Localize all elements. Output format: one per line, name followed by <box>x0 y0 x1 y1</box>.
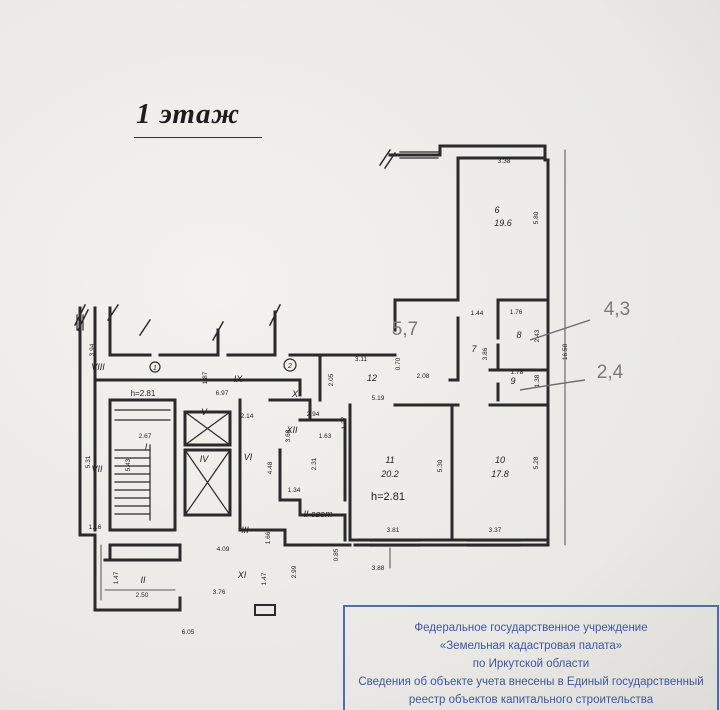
dimension-30: 4.48 <box>267 461 274 474</box>
height-label-main: h=2.81 <box>131 389 156 398</box>
left-block-walls <box>78 306 352 616</box>
room-label-ii-свет: II свет <box>304 509 333 519</box>
dimension-4: 1.76 <box>510 309 523 316</box>
dimension-5: 2.43 <box>534 329 541 342</box>
room-label-xi: XI <box>237 570 247 580</box>
room-label-6: 6 <box>494 205 499 215</box>
dimension-25: 3.88 <box>372 565 385 572</box>
dimension-9: 16.58 <box>562 343 569 360</box>
handwritten-note-1: 4,3 <box>604 299 630 320</box>
handwritten-note-2: 5,7 <box>392 319 418 340</box>
dimension-29: 1.66 <box>265 531 272 544</box>
windows <box>76 151 521 547</box>
room-label-x: X <box>291 389 299 399</box>
stamp-line-3: по Иркутской области <box>472 658 590 670</box>
room-label-ix: IX <box>234 374 244 384</box>
height-label-room11: h=2.81 <box>371 491 405 503</box>
floor-title: 1 этаж <box>136 98 241 130</box>
dimension-lines <box>100 149 566 601</box>
dimension-10: 3.11 <box>355 356 368 363</box>
break-marks <box>73 148 397 342</box>
room-label-vi: VI <box>244 452 253 462</box>
staircase <box>114 409 171 521</box>
room-area-11: 20.2 <box>380 469 399 479</box>
dimension-34: 3.94 <box>89 343 96 356</box>
dimension-26: 0.85 <box>333 548 340 561</box>
pencil-marks <box>519 319 591 391</box>
right-block-walls <box>318 144 550 547</box>
dimension-40: 1.47 <box>113 571 120 584</box>
elevator-shafts <box>184 411 231 516</box>
axis-mark-1: 1 <box>153 365 157 372</box>
room-label-xii: XII <box>285 425 298 435</box>
dimension-39: 4.09 <box>217 546 230 553</box>
dimension-23: 3.81 <box>387 527 400 534</box>
dimension-14: 5.19 <box>372 395 385 402</box>
room-area-6: 19.6 <box>494 218 512 228</box>
dimension-20: 1.34 <box>288 487 301 494</box>
dimension-43: 6.05 <box>182 629 195 636</box>
room-label-ii: II <box>140 575 146 585</box>
dimension-33: 1.87 <box>202 371 209 384</box>
dimension-1: 3.38 <box>498 158 511 165</box>
axis-marker-2 <box>283 358 297 372</box>
title-underline <box>134 137 262 138</box>
stamp-line-2: «Земельная кадастровая палата» <box>439 640 623 652</box>
dimension-15: 2.94 <box>307 411 320 418</box>
room-label-vii: VII <box>91 464 103 474</box>
dimension-31: 2.14 <box>241 413 254 420</box>
dimension-36: 5.43 <box>125 458 132 471</box>
room-label-iii: III <box>241 525 249 535</box>
room-label-8: 8 <box>516 330 521 340</box>
dimension-3: 1.44 <box>471 310 484 317</box>
dimension-2: 5.80 <box>533 211 540 224</box>
room-label-v: V <box>201 407 208 417</box>
dimension-17: 3.68 <box>285 429 292 442</box>
dimension-32: 6.97 <box>216 390 229 397</box>
room-area-10: 17.8 <box>491 469 509 479</box>
dimension-41: 2.50 <box>136 592 149 599</box>
dimension-35: 2.67 <box>139 433 152 440</box>
axis-mark-2: 2 <box>287 363 292 370</box>
dimension-28: 1.47 <box>261 572 268 585</box>
handwritten-note-3: 2,4 <box>597 362 624 383</box>
dimension-16: 1.37 <box>341 416 348 429</box>
room-label-viii: VIII <box>91 362 105 372</box>
dimension-8: 1.38 <box>534 374 541 387</box>
registry-stamp: Федеральное государственное учреждение «… <box>343 605 719 710</box>
dimension-19: 2.31 <box>311 457 318 470</box>
dimension-11: 0.70 <box>395 357 402 370</box>
dimension-18: 1.63 <box>319 433 332 440</box>
dimension-24: 3.37 <box>489 527 502 534</box>
room-label-iv: IV <box>200 454 210 464</box>
dimension-7: 1.78 <box>511 369 524 376</box>
dimension-12: 2.08 <box>417 373 430 380</box>
dimension-21: 5.30 <box>437 459 444 472</box>
room-label-12: 12 <box>367 373 377 383</box>
axis-marker-1 <box>149 361 161 373</box>
room-label-7: 7 <box>471 344 477 354</box>
stamp-line-5: реестр объектов капитального строительст… <box>408 694 654 706</box>
dimension-22: 5.28 <box>533 456 540 469</box>
stamp-line-1: Федеральное государственное учреждение <box>414 622 648 634</box>
dimension-6: 3.86 <box>482 347 489 360</box>
room-label-9: 9 <box>510 376 515 386</box>
room-label-11: 11 <box>385 455 394 465</box>
dimension-42: 3.76 <box>213 589 226 596</box>
stamp-line-4: Сведения об объекте учета внесены в Един… <box>358 676 704 688</box>
room-label-i: I <box>145 442 148 452</box>
room-label-10: 10 <box>495 455 505 465</box>
dimension-13: 2.05 <box>328 373 335 386</box>
dimension-38: 1.16 <box>89 524 102 531</box>
dimension-27: 2.99 <box>291 565 298 578</box>
dimension-37: 5.31 <box>85 455 92 468</box>
